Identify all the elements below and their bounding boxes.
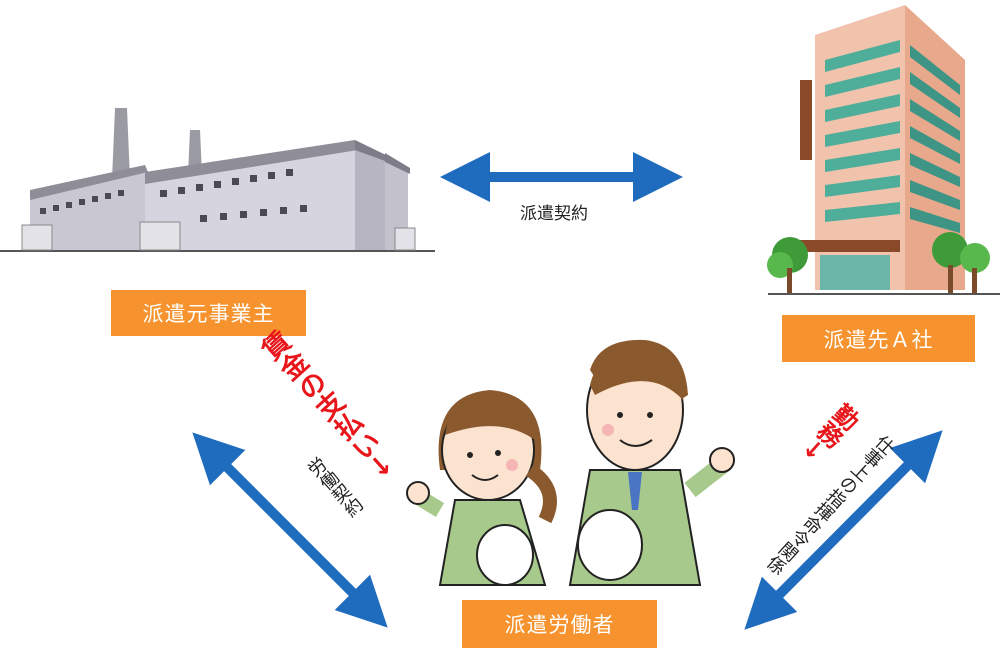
office-building-illustration xyxy=(767,5,1000,295)
command-relation-arrow xyxy=(744,430,943,630)
factory-illustration xyxy=(0,108,435,252)
workers-illustration xyxy=(406,339,735,586)
client-company-label: 派遣先Ａ社 xyxy=(782,315,975,362)
dispatcher-label: 派遣元事業主 xyxy=(111,290,306,336)
dispatch-contract-text: 派遣契約 xyxy=(520,204,588,224)
labor-contract-arrow xyxy=(192,432,388,628)
worker-label: 派遣労働者 xyxy=(462,600,657,648)
